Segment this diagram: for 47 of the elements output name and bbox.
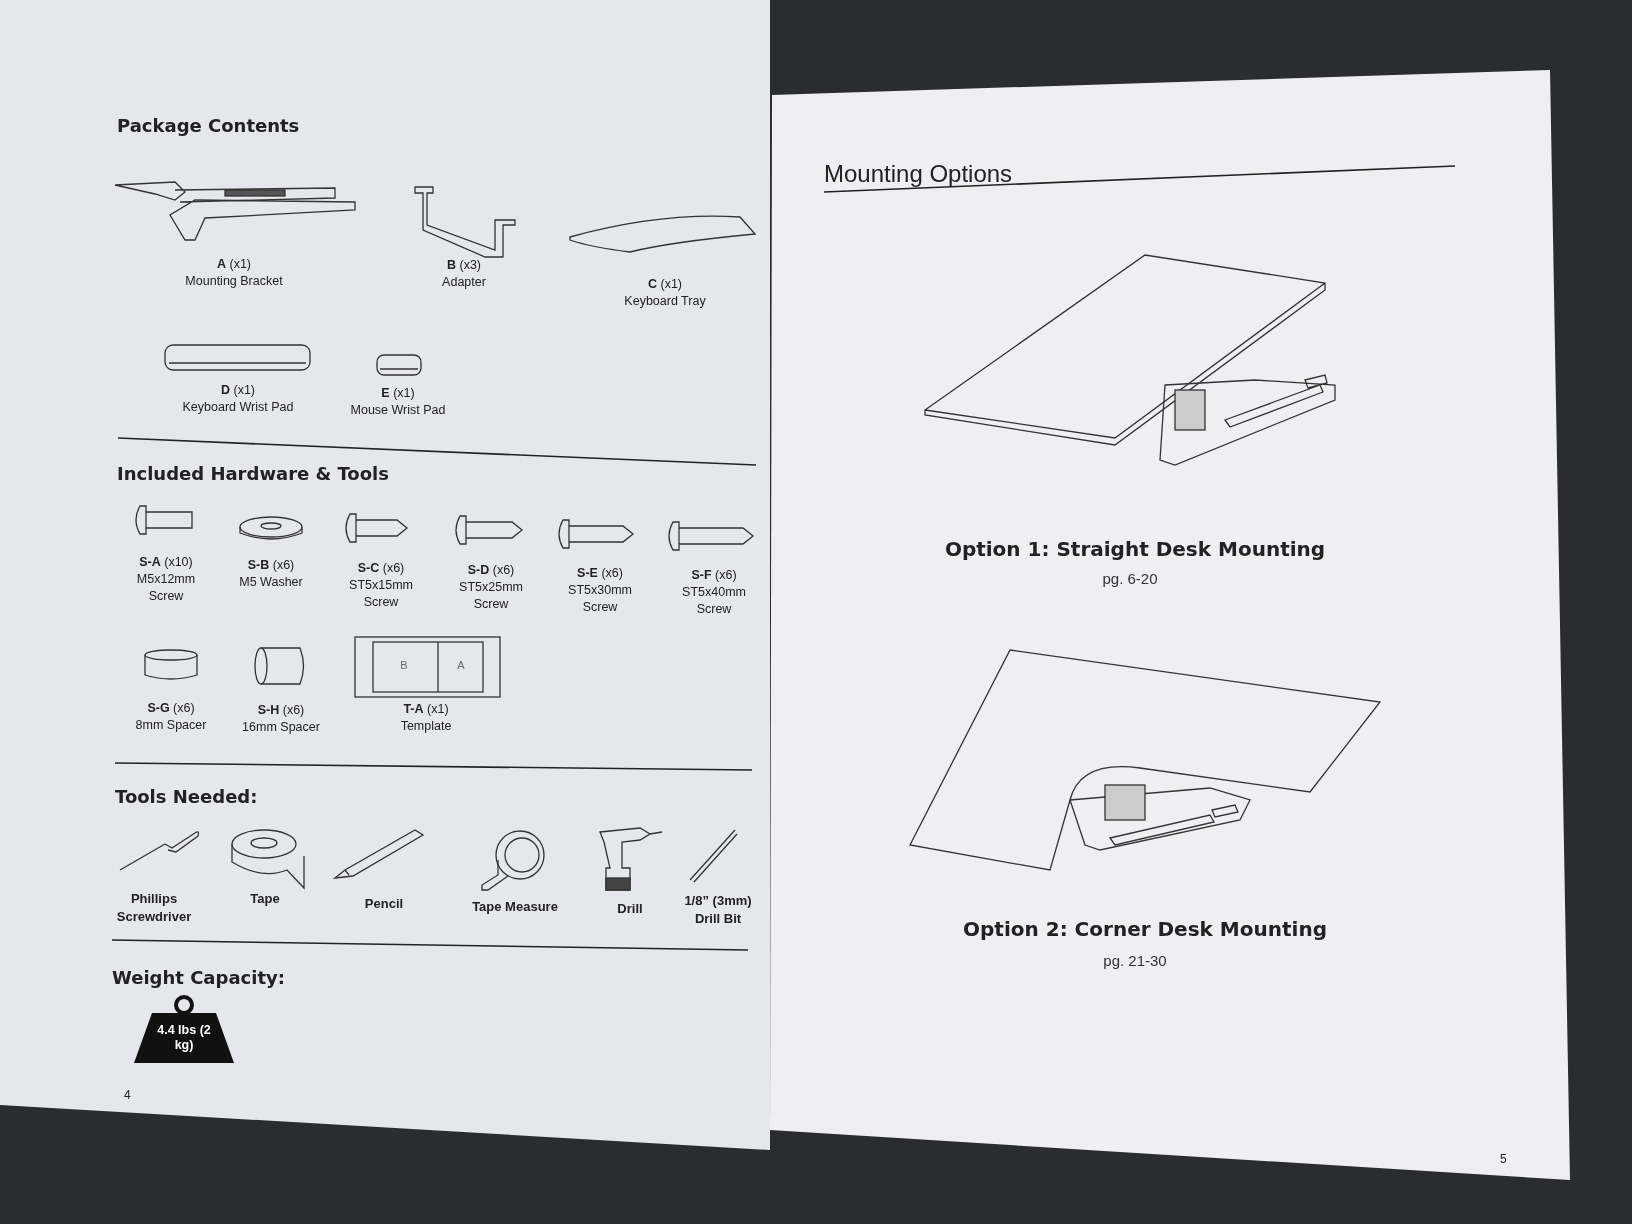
part-caption: E (x1) xyxy=(380,385,416,402)
option-heading: Option 2: Corner Desk Mounting xyxy=(963,917,1327,941)
tool-caption: Drill xyxy=(616,900,644,918)
page-number: 5 xyxy=(1500,1152,1507,1166)
page-reference: pg. 6-20 xyxy=(1102,570,1158,587)
part-caption: Mouse Wrist Pad xyxy=(349,402,447,419)
part-caption: ST5x30mm Screw xyxy=(567,582,633,616)
part-caption: ST5x25mm Screw xyxy=(458,579,524,613)
section-heading: Package Contents xyxy=(117,115,300,136)
page-number: 4 xyxy=(124,1088,131,1102)
page-reference: pg. 21-30 xyxy=(1103,952,1167,969)
part-caption: M5x12mm Screw xyxy=(135,571,197,605)
part-caption: ST5x40mm Screw xyxy=(681,584,747,618)
part-caption: A (x1) xyxy=(216,256,252,273)
part-caption: Adapter xyxy=(441,274,487,291)
tool-caption: Pencil xyxy=(363,895,405,913)
part-caption: S-H (x6) xyxy=(256,702,306,719)
page-heading: Mounting Options xyxy=(824,160,1013,188)
part-caption: Keyboard Wrist Pad xyxy=(181,399,295,416)
part-caption: M5 Washer xyxy=(238,574,304,591)
part-caption: D (x1) xyxy=(220,382,256,399)
part-caption: B (x3) xyxy=(446,257,482,274)
part-caption: S-C (x6) xyxy=(356,560,406,577)
tool-caption: 1/8” (3mm) Drill Bit xyxy=(683,892,753,928)
part-caption: T-A (x1) xyxy=(402,701,450,718)
part-caption: S-B (x6) xyxy=(246,557,296,574)
part-caption: ST5x15mm Screw xyxy=(348,577,414,611)
part-caption: Template xyxy=(399,718,453,735)
part-caption: S-E (x6) xyxy=(576,565,624,582)
part-caption: Mounting Bracket xyxy=(184,273,284,290)
part-caption: 8mm Spacer xyxy=(134,717,208,734)
tool-caption: Phillips Screwdriver xyxy=(115,890,193,926)
section-heading: Weight Capacity: xyxy=(112,967,285,988)
part-caption: S-G (x6) xyxy=(146,700,196,717)
part-caption: 16mm Spacer xyxy=(241,719,321,736)
part-caption: C (x1) xyxy=(647,276,683,293)
tool-caption: Tape xyxy=(249,890,281,908)
part-caption: S-D (x6) xyxy=(466,562,516,579)
part-caption: Keyboard Tray xyxy=(623,293,707,310)
template-letter: A xyxy=(456,659,466,671)
tool-caption: Tape Measure xyxy=(471,898,559,916)
part-caption: S-A (x10) xyxy=(138,554,194,571)
template-letter: B xyxy=(399,659,409,671)
option-heading: Option 1: Straight Desk Mounting xyxy=(944,537,1326,561)
part-caption: S-F (x6) xyxy=(690,567,738,584)
section-heading: Included Hardware & Tools xyxy=(117,463,389,484)
section-heading: Tools Needed: xyxy=(115,786,258,807)
